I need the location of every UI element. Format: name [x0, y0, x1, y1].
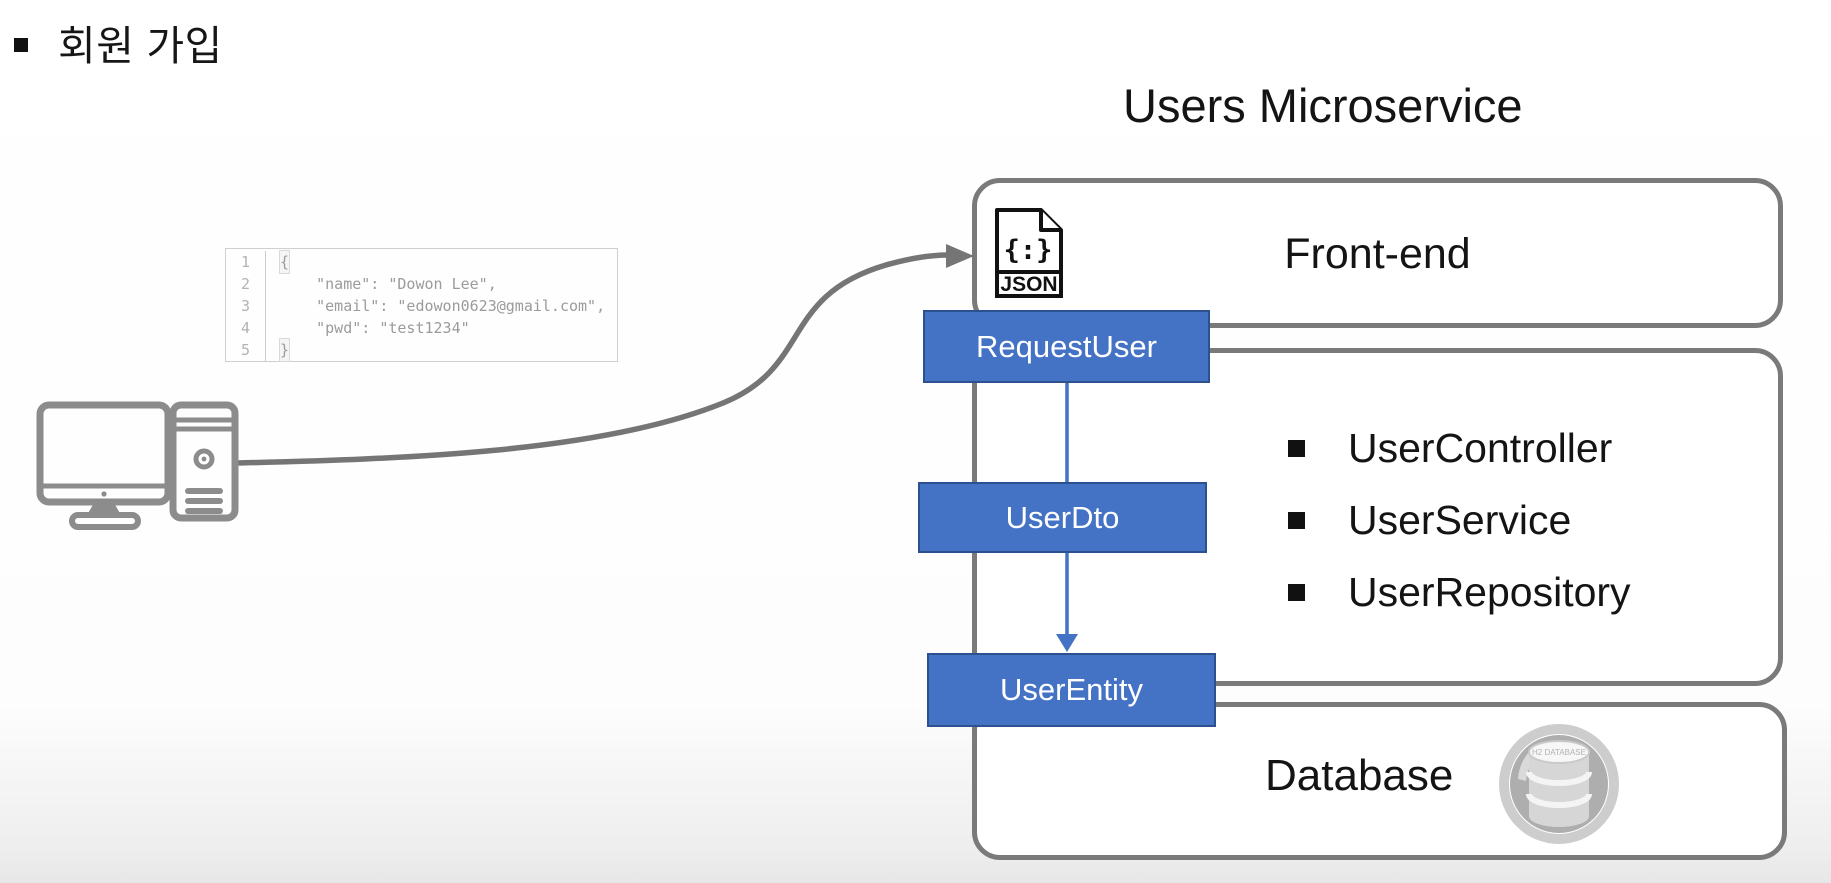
slide-title-text: 회원 가입 [58, 23, 223, 69]
code-line: 3 "email": "edowon0623@gmail.com", [226, 295, 617, 317]
code-line: 2 "name": "Dowon Lee", [226, 273, 617, 295]
line-number: 2 [226, 273, 266, 295]
line-number: 3 [226, 295, 266, 317]
service-class-list: UserController UserService UserRepositor… [1288, 425, 1631, 641]
code-line: 1 { [226, 250, 617, 274]
slide-title: 회원 가입 [12, 12, 223, 72]
json-glyph: {:} [1004, 235, 1053, 266]
code-text: "name": "Dowon Lee", [280, 275, 497, 293]
code-text: } [278, 338, 291, 362]
frontend-label: Front-end [1284, 230, 1471, 278]
desktop-computer-icon [36, 401, 239, 530]
user-dto-label: UserDto [1005, 499, 1120, 535]
request-user-label: RequestUser [976, 328, 1157, 364]
line-number: 5 [226, 339, 266, 361]
json-label: JSON [1000, 273, 1057, 296]
line-number: 4 [226, 317, 266, 339]
line-number: 1 [226, 251, 266, 273]
list-item-label: UserService [1348, 497, 1572, 543]
list-item: UserService [1288, 497, 1631, 544]
microservice-heading: Users Microservice [1123, 79, 1523, 132]
square-bullet-icon [1288, 584, 1305, 601]
code-text: { [278, 250, 291, 274]
request-user-box: RequestUser [923, 310, 1210, 383]
database-container: Database H2 DATABASE [972, 702, 1787, 860]
code-text: "email": "edowon0623@gmail.com", [280, 297, 606, 315]
client-request-arrowhead [946, 244, 974, 268]
database-label: Database [1265, 751, 1454, 800]
code-line: 5 } [226, 338, 617, 362]
square-bullet-icon [1288, 512, 1305, 529]
h2-database-logo-icon: H2 DATABASE [1499, 724, 1619, 844]
frontend-container: Front-end [972, 178, 1783, 328]
code-line: 4 "pwd": "test1234" [226, 317, 617, 339]
square-bullet-icon [14, 38, 28, 52]
user-entity-label: UserEntity [1000, 672, 1143, 707]
user-entity-box: UserEntity [927, 653, 1216, 727]
list-item-label: UserController [1348, 425, 1613, 471]
code-text: "pwd": "test1234" [280, 319, 470, 337]
user-dto-box: UserDto [918, 482, 1207, 553]
list-item: UserRepository [1288, 569, 1631, 616]
square-bullet-icon [1288, 440, 1305, 457]
json-file-icon: {:} JSON [995, 208, 1063, 298]
list-item: UserController [1288, 425, 1631, 472]
json-request-snippet: 1 { 2 "name": "Dowon Lee", 3 "email": "e… [225, 248, 618, 362]
list-item-label: UserRepository [1348, 569, 1631, 615]
h2-logo-text: H2 DATABASE [1532, 748, 1586, 757]
